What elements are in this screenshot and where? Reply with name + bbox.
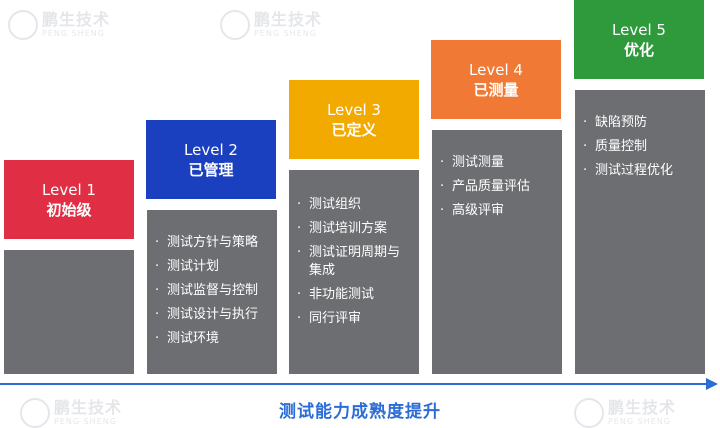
level-2-name: 已管理 [188,160,234,179]
level-5-number: Level 5 [612,20,666,39]
level-2-item: 测试监督与控制 [155,282,269,300]
maturity-axis-label: 测试能力成熟度提升 [279,402,441,422]
maturity-axis-line [0,383,708,385]
level-1-header: Level 1 初始级 [4,160,134,239]
level-2-item: 测试计划 [155,258,269,276]
level-5-name: 优化 [623,40,654,59]
level-3-number: Level 3 [327,100,381,119]
level-4-item: 高级评审 [440,202,554,220]
seal-icon [220,10,250,40]
level-3-item: 测试组织 [297,196,411,214]
level-3-name: 已定义 [331,120,377,139]
level-4-body: 测试测量 产品质量评估 高级评审 [432,130,562,374]
level-3-item: 测试证明周期与集成 [297,244,411,280]
level-3-item: 同行评审 [297,310,411,328]
arrow-right-icon [706,378,718,390]
level-4-item: 产品质量评估 [440,178,554,196]
level-2-item: 测试方针与策略 [155,234,269,252]
level-3-item: 非功能测试 [297,286,411,304]
level-5-item: 测试过程优化 [583,162,697,180]
level-4-header: Level 4 已测量 [431,40,561,119]
level-1-body [4,250,134,374]
level-2-body: 测试方针与策略 测试计划 测试监督与控制 测试设计与执行 测试环境 [147,210,277,374]
level-5-item: 缺陷预防 [583,114,697,132]
level-4-item: 测试测量 [440,154,554,172]
level-2-item: 测试环境 [155,330,269,348]
level-4-name: 已测量 [473,80,519,99]
level-1-name: 初始级 [46,200,92,219]
level-3-body: 测试组织 测试培训方案 测试证明周期与集成 非功能测试 同行评审 [289,170,419,374]
level-5-header: Level 5 优化 [574,0,704,79]
level-1-number: Level 1 [42,180,96,199]
level-5-body: 缺陷预防 质量控制 测试过程优化 [575,90,705,374]
level-2-header: Level 2 已管理 [146,120,276,199]
level-5-item: 质量控制 [583,138,697,156]
level-3-item: 测试培训方案 [297,220,411,238]
level-3-header: Level 3 已定义 [289,80,419,159]
level-2-number: Level 2 [184,140,238,159]
seal-icon [8,10,38,40]
level-2-item: 测试设计与执行 [155,306,269,324]
level-4-number: Level 4 [469,60,523,79]
